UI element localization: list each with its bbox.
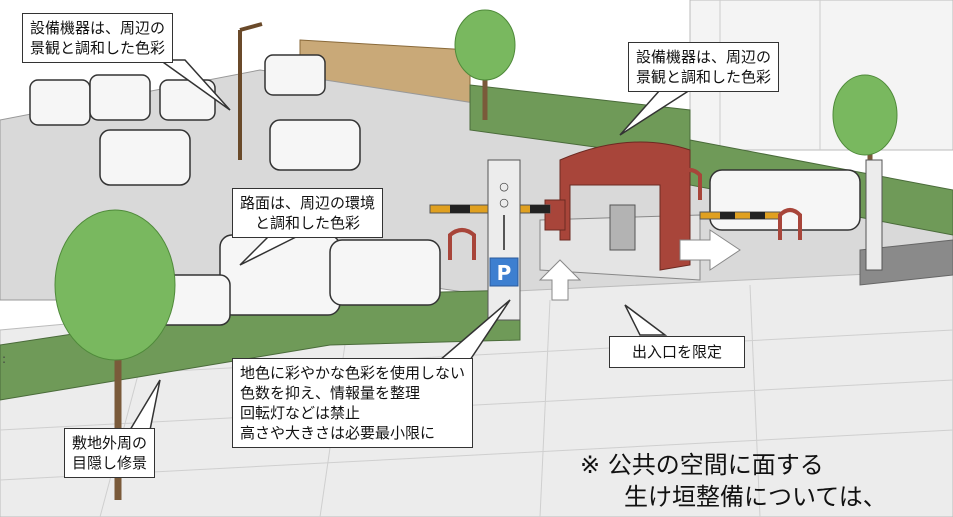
callout-line: 回転灯などは禁止 bbox=[240, 404, 361, 422]
callout-hedge: 敷地外周の 目隠し修景 bbox=[64, 428, 156, 478]
callout-line: 路面は、周辺の環境 bbox=[240, 194, 376, 212]
callout-line: 出入口を限定 bbox=[632, 343, 723, 361]
stray-mark: : bbox=[2, 352, 7, 366]
bollards bbox=[448, 168, 802, 260]
barrier-arm-right bbox=[699, 211, 781, 220]
callout-line: 敷地外周の bbox=[72, 434, 148, 452]
callout-signage: 地色に彩やかな色彩を使用しない 色数を抑え、情報量を整理 回転灯などは禁止 高さ… bbox=[232, 358, 474, 448]
note: ※ 公共の空間に面する 生け垣整備については、 bbox=[580, 449, 887, 513]
tree-back bbox=[454, 9, 516, 120]
callout-equipment-left: 設備機器は、周辺の 景観と調和した色彩 bbox=[22, 13, 174, 63]
small-sign-post bbox=[865, 159, 883, 271]
ticket-machine bbox=[609, 204, 636, 251]
note-line: 生け垣整備については、 bbox=[624, 483, 887, 511]
callout-line: 地色に彩やかな色彩を使用しない bbox=[240, 364, 466, 382]
callout-pointer-entrance bbox=[624, 304, 668, 336]
callout-line: 景観と調和した色彩 bbox=[636, 68, 772, 86]
callout-line: 設備機器は、周辺の bbox=[30, 19, 166, 37]
svg-text:○: ○ bbox=[499, 180, 509, 193]
callout-line: 高さや大きさは必要最小限に bbox=[240, 424, 436, 442]
parking-p-letter: P bbox=[497, 261, 512, 285]
note-line: ※ 公共の空間に面する bbox=[580, 451, 824, 479]
callout-line: と調和した色彩 bbox=[255, 214, 361, 232]
callout-entrance: 出入口を限定 bbox=[609, 336, 746, 368]
pavement-arrows bbox=[538, 229, 741, 301]
callout-road-surface: 路面は、周辺の環境 と調和した色彩 bbox=[232, 188, 384, 238]
callout-line: 景観と調和した色彩 bbox=[30, 39, 166, 57]
callout-line: 設備機器は、周辺の bbox=[636, 48, 772, 66]
stone-wall bbox=[859, 239, 953, 286]
booth-canopy bbox=[559, 141, 691, 271]
callout-equipment-right: 設備機器は、周辺の 景観と調和した色彩 bbox=[628, 42, 780, 92]
svg-text:○: ○ bbox=[499, 196, 509, 209]
callout-line: 目隠し修景 bbox=[72, 454, 148, 472]
parking-sign-pole: ○ ○ P bbox=[487, 159, 521, 321]
callout-line: 色数を抑え、情報量を整理 bbox=[240, 384, 421, 402]
